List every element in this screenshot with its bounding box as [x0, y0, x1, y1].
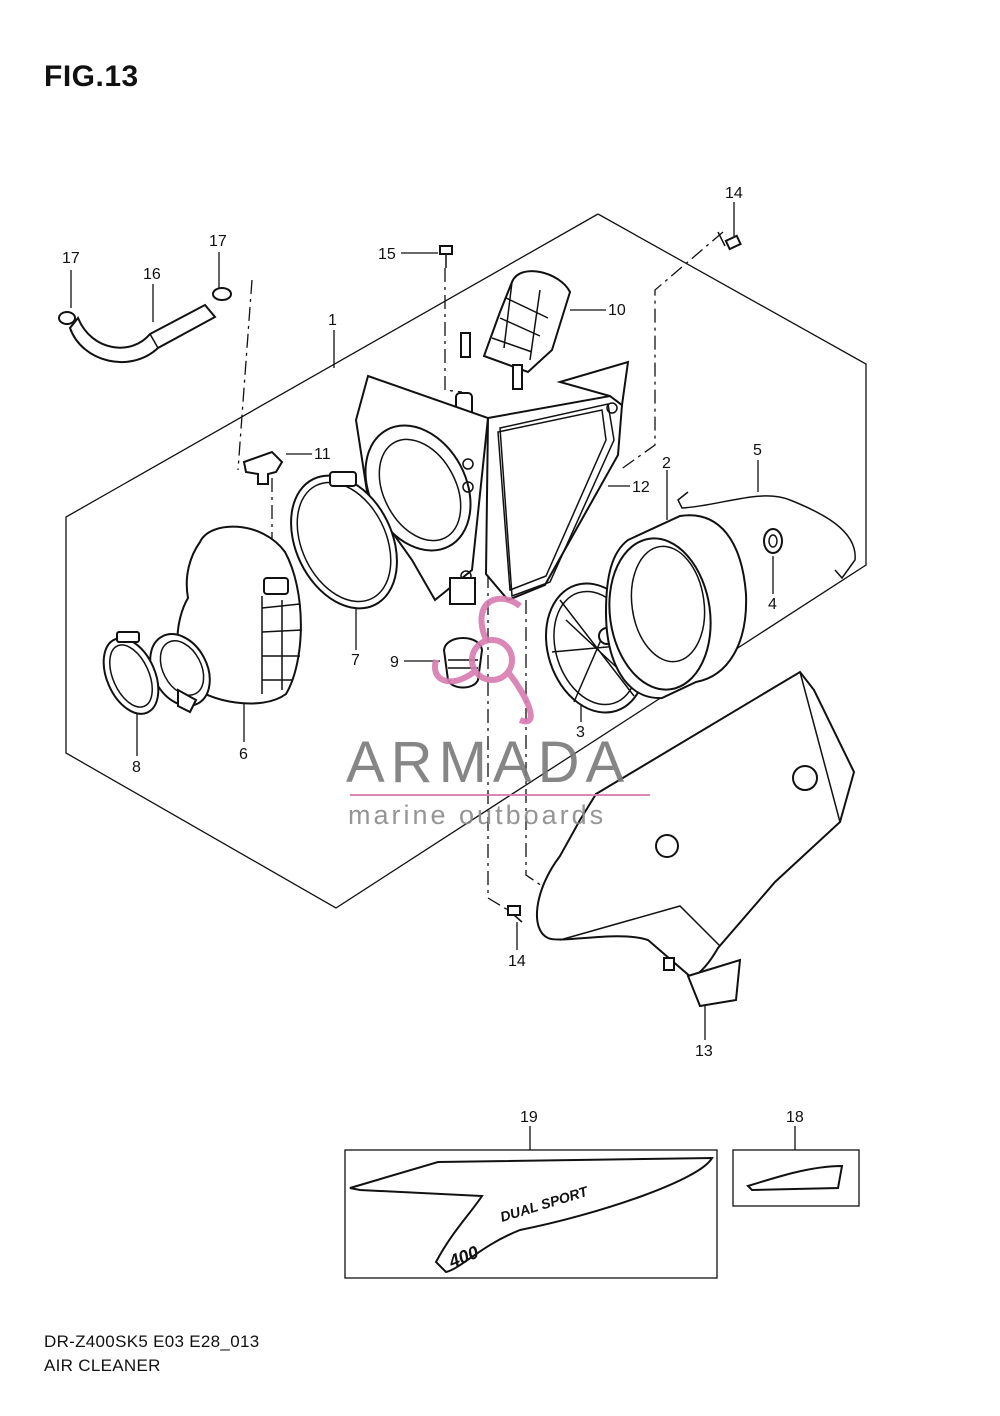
callout-17-left: 17: [62, 250, 80, 267]
callout-2: 2: [662, 455, 671, 472]
assembly-boundary: [65, 213, 867, 909]
part-17-clamp-right: [212, 287, 232, 301]
callout-3: 3: [576, 724, 585, 741]
callout-17-right: 17: [209, 233, 227, 250]
callout-15: 15: [378, 246, 396, 263]
callout-7: 7: [351, 652, 360, 669]
decal-18-frame: [732, 1149, 860, 1207]
callout-14-bottom: 14: [508, 953, 526, 970]
part-19-decal: DUAL SPORT 400: [349, 1156, 714, 1274]
callout-14-top: 14: [725, 185, 743, 202]
part-12-gasket: [499, 403, 615, 598]
callout-11: 11: [314, 446, 331, 463]
callout-1: 1: [328, 312, 337, 329]
leader-lines: [70, 202, 796, 1150]
callout-9: 9: [390, 654, 399, 671]
part-13-side-cover: [536, 670, 856, 1008]
callout-10: 10: [608, 302, 626, 319]
part-10-intake-duct: [482, 270, 572, 374]
part-17-clamp-left: [58, 311, 76, 325]
part-14-screw-top: [717, 231, 742, 251]
callout-12: 12: [632, 479, 650, 496]
part-7-seal-ring: [290, 471, 398, 610]
part-16-breather-hose: [68, 303, 217, 363]
part-18-decal: [746, 1164, 844, 1192]
figure-title: FIG.13: [44, 60, 139, 93]
part-stud-a: [460, 332, 471, 358]
part-11-breather-fitting: [242, 450, 284, 485]
callout-6: 6: [239, 746, 248, 763]
propeller-logo: [431, 595, 534, 725]
callout-labels: 1 2 3 4 5 6 7 8 9 10 11 12 13 14 14 15 1…: [62, 185, 804, 1126]
callout-4: 4: [768, 596, 777, 613]
callout-16: 16: [143, 266, 161, 283]
watermark-tagline: marine outboards: [348, 800, 606, 830]
part-2-filter-element: [604, 514, 748, 700]
watermark-brand: ARMADA: [346, 730, 630, 795]
armada-watermark: ARMADA marine outboards: [346, 595, 650, 830]
callout-19: 19: [520, 1109, 538, 1126]
part-5-retaining-wire: [677, 491, 856, 580]
callout-13: 13: [695, 1043, 713, 1060]
callout-18: 18: [786, 1109, 804, 1126]
callout-5: 5: [753, 442, 762, 459]
part-8-clamp: [102, 631, 160, 715]
part-1-air-box: [354, 360, 630, 605]
part-4-washer: [763, 528, 783, 554]
callout-8: 8: [132, 759, 141, 776]
part-14-screw-bottom: [507, 905, 523, 923]
part-stud-b: [512, 364, 523, 390]
part-15-screw: [439, 245, 453, 268]
part-6-intake-boot: [149, 525, 303, 714]
decal-19-frame: [344, 1149, 718, 1279]
section-name: AIR CLEANER: [44, 1356, 161, 1375]
model-code: DR-Z400SK5 E03 E28_013: [44, 1332, 260, 1351]
